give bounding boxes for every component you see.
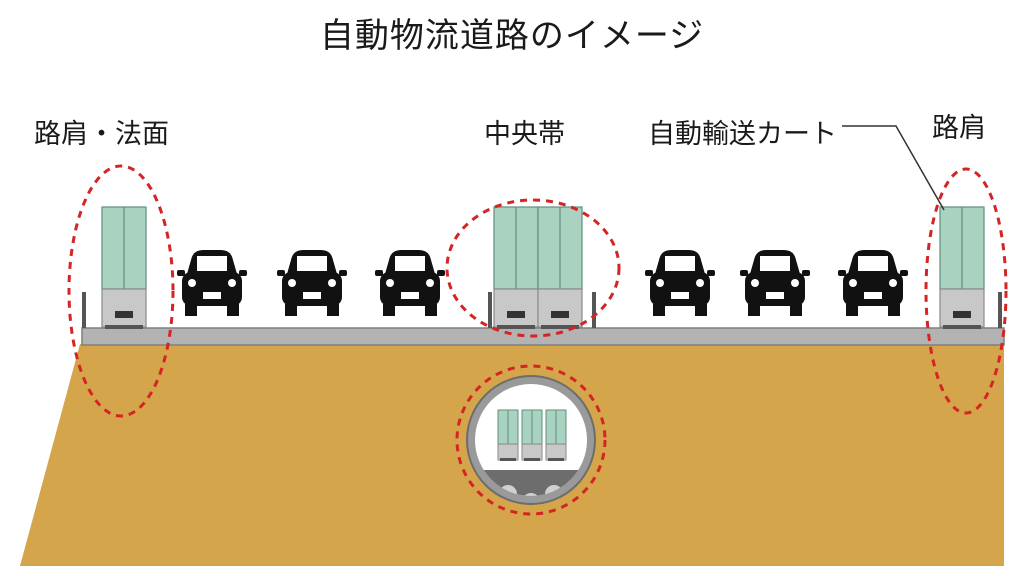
car-4 xyxy=(645,250,715,316)
cart-shoulder-right xyxy=(939,206,985,330)
cart-shoulder-left xyxy=(101,206,147,330)
highlight-underground xyxy=(455,364,607,516)
car-2 xyxy=(277,250,347,316)
car-1 xyxy=(177,250,247,316)
road-surface xyxy=(81,327,1005,346)
label-shoulder: 路肩 xyxy=(932,113,986,144)
label-shoulder-slope: 路肩・法面 xyxy=(34,119,169,150)
tunnel xyxy=(466,375,596,505)
cart-median-2 xyxy=(537,206,583,330)
highlight-shoulder xyxy=(924,167,1008,415)
cart-leader-line xyxy=(842,125,945,211)
tunnel-cart-3 xyxy=(545,409,567,462)
car-6 xyxy=(838,250,908,316)
label-median: 中央帯 xyxy=(484,119,565,150)
label-auto-cart: 自動輸送カート xyxy=(648,119,837,150)
car-5 xyxy=(740,250,810,316)
highlight-shoulder-slope xyxy=(67,164,175,418)
diagram-title: 自動物流道路のイメージ xyxy=(319,16,705,56)
cart-median-1 xyxy=(493,206,539,330)
highlight-median xyxy=(445,198,621,338)
tunnel-cart-2 xyxy=(521,409,543,462)
car-3 xyxy=(375,250,445,316)
tunnel-cart-1 xyxy=(497,409,519,462)
